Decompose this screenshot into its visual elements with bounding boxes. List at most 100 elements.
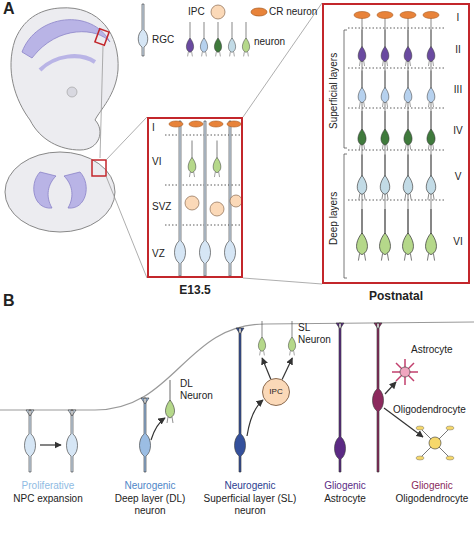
apical-dendrite: [362, 18, 431, 240]
cell-label: DL Neuron: [180, 378, 216, 402]
rgc-cell: [335, 323, 346, 472]
layer-label: VZ: [152, 248, 165, 260]
neuron-cell: [358, 30, 366, 67]
neuron-cell: [381, 111, 389, 150]
stage-description: Superficial layer (SL) neuron: [196, 493, 304, 517]
stage-description: Astrocyte: [305, 493, 385, 505]
cell-label: Astrocyte: [411, 344, 453, 356]
neuron-cell: [404, 71, 412, 108]
sl-neuron-group: SL Neuron: [252, 318, 336, 358]
rgc-cell: [67, 410, 78, 472]
ventricle-right: [64, 172, 86, 208]
zoom-box: [92, 160, 106, 176]
sl-neuron-cell: [288, 321, 295, 355]
cr-neuron: [227, 121, 241, 127]
embryo-eye: [67, 87, 77, 97]
layer-label: I: [448, 12, 468, 24]
neuron-cell: [427, 30, 435, 67]
cell-label: Oligodendrocyte: [393, 404, 466, 416]
legend-label: CR neuron: [269, 6, 317, 18]
cell-label: SL Neuron: [298, 322, 334, 346]
layer-label: V: [448, 171, 468, 183]
zoom-line: [100, 46, 103, 158]
legend-label: RGC: [152, 34, 174, 46]
neuron-cell: [427, 71, 435, 108]
cr-neuron: [189, 121, 203, 127]
stage-description: Deep layer (DL) neuron: [105, 493, 195, 517]
rgc-cell: [200, 121, 211, 276]
layer-label: VI: [152, 156, 161, 168]
neuron-cell: [188, 141, 196, 178]
astrocyte-cell: [400, 367, 410, 377]
neuron-cell: [213, 141, 221, 178]
oligodendrocyte-cell: [429, 437, 441, 449]
ipc-cell: [210, 202, 224, 216]
neuron-cell: [381, 71, 389, 108]
ipc-cell: [185, 196, 199, 210]
rgc-cell: [25, 410, 36, 472]
rgc-cell: [175, 121, 186, 276]
cell-label: IPC: [263, 387, 289, 397]
neuron-symbol: [186, 22, 193, 56]
cr-neuron: [169, 121, 183, 127]
layer-bracket: [344, 30, 347, 278]
stage-title: Gliogenic: [305, 480, 385, 492]
stage-description: NPC expansion: [3, 493, 93, 505]
zoom-line: [106, 3, 322, 284]
stage-box: IVISVZVZE13.5: [147, 117, 243, 278]
rgc-cell: [373, 323, 384, 472]
division-arrow: [247, 400, 263, 436]
stage-label: E13.5: [149, 283, 241, 297]
layer-label: VI: [448, 236, 468, 248]
neuron-cell: [381, 30, 389, 67]
myelin-segment: [446, 456, 454, 460]
brain-section: [5, 152, 115, 232]
pial-surface-curve: [0, 322, 474, 410]
layer-label: IV: [448, 125, 468, 137]
neuron-cell: [404, 30, 412, 67]
neuron-cell: [358, 111, 366, 150]
stage-title: Gliogenic: [390, 480, 474, 492]
neuron-cell: [426, 209, 437, 261]
myelin-segment: [446, 426, 454, 430]
panel-label: A: [3, 0, 15, 18]
astrocyte-process: [392, 359, 418, 385]
stage-label: Postnatal: [324, 289, 468, 303]
layer-divider: [348, 28, 446, 200]
stage-title: Proliferative: [3, 480, 93, 492]
cr-neuron: [209, 121, 223, 127]
rgc-cell: [140, 398, 151, 472]
cr-neuron: [354, 12, 370, 19]
cr-neuron: [377, 12, 393, 19]
ipc-circle: IPC: [262, 378, 290, 406]
cr-neuron: [423, 12, 439, 19]
neuron-symbol: [242, 22, 249, 56]
rgc-symbol: [138, 4, 148, 56]
neuron-cell: [426, 155, 436, 200]
cr-neuron: [400, 12, 416, 19]
stage-box: IIIIIIIVVVISuperficial layersDeep layers…: [322, 3, 470, 284]
neuron-cell: [380, 155, 390, 200]
dl-neuron-cell: [165, 380, 174, 423]
neuron-cell: [358, 71, 366, 108]
legend-label: neuron: [254, 36, 285, 48]
neuron-cell: [357, 209, 368, 261]
panel-label: B: [3, 292, 15, 310]
oligodendrocyte-group: Oligodendrocyte: [393, 404, 473, 460]
layer-group-label: Deep layers: [328, 154, 341, 282]
stage-title: Neurogenic: [105, 480, 195, 492]
myelin-segment: [416, 456, 424, 460]
layer-group-label: Superficial layers: [328, 30, 341, 152]
division-arrow: [151, 418, 165, 440]
layer-label: III: [448, 84, 468, 96]
neuron-cell: [404, 111, 412, 150]
sl-neuron-cell: [258, 321, 265, 355]
ipc-cell: [230, 195, 242, 207]
connector-arrow: [282, 358, 292, 379]
neuron-symbol: [214, 22, 221, 56]
embryo-brain: [22, 20, 110, 58]
oligodendrocyte-process: [421, 429, 449, 457]
